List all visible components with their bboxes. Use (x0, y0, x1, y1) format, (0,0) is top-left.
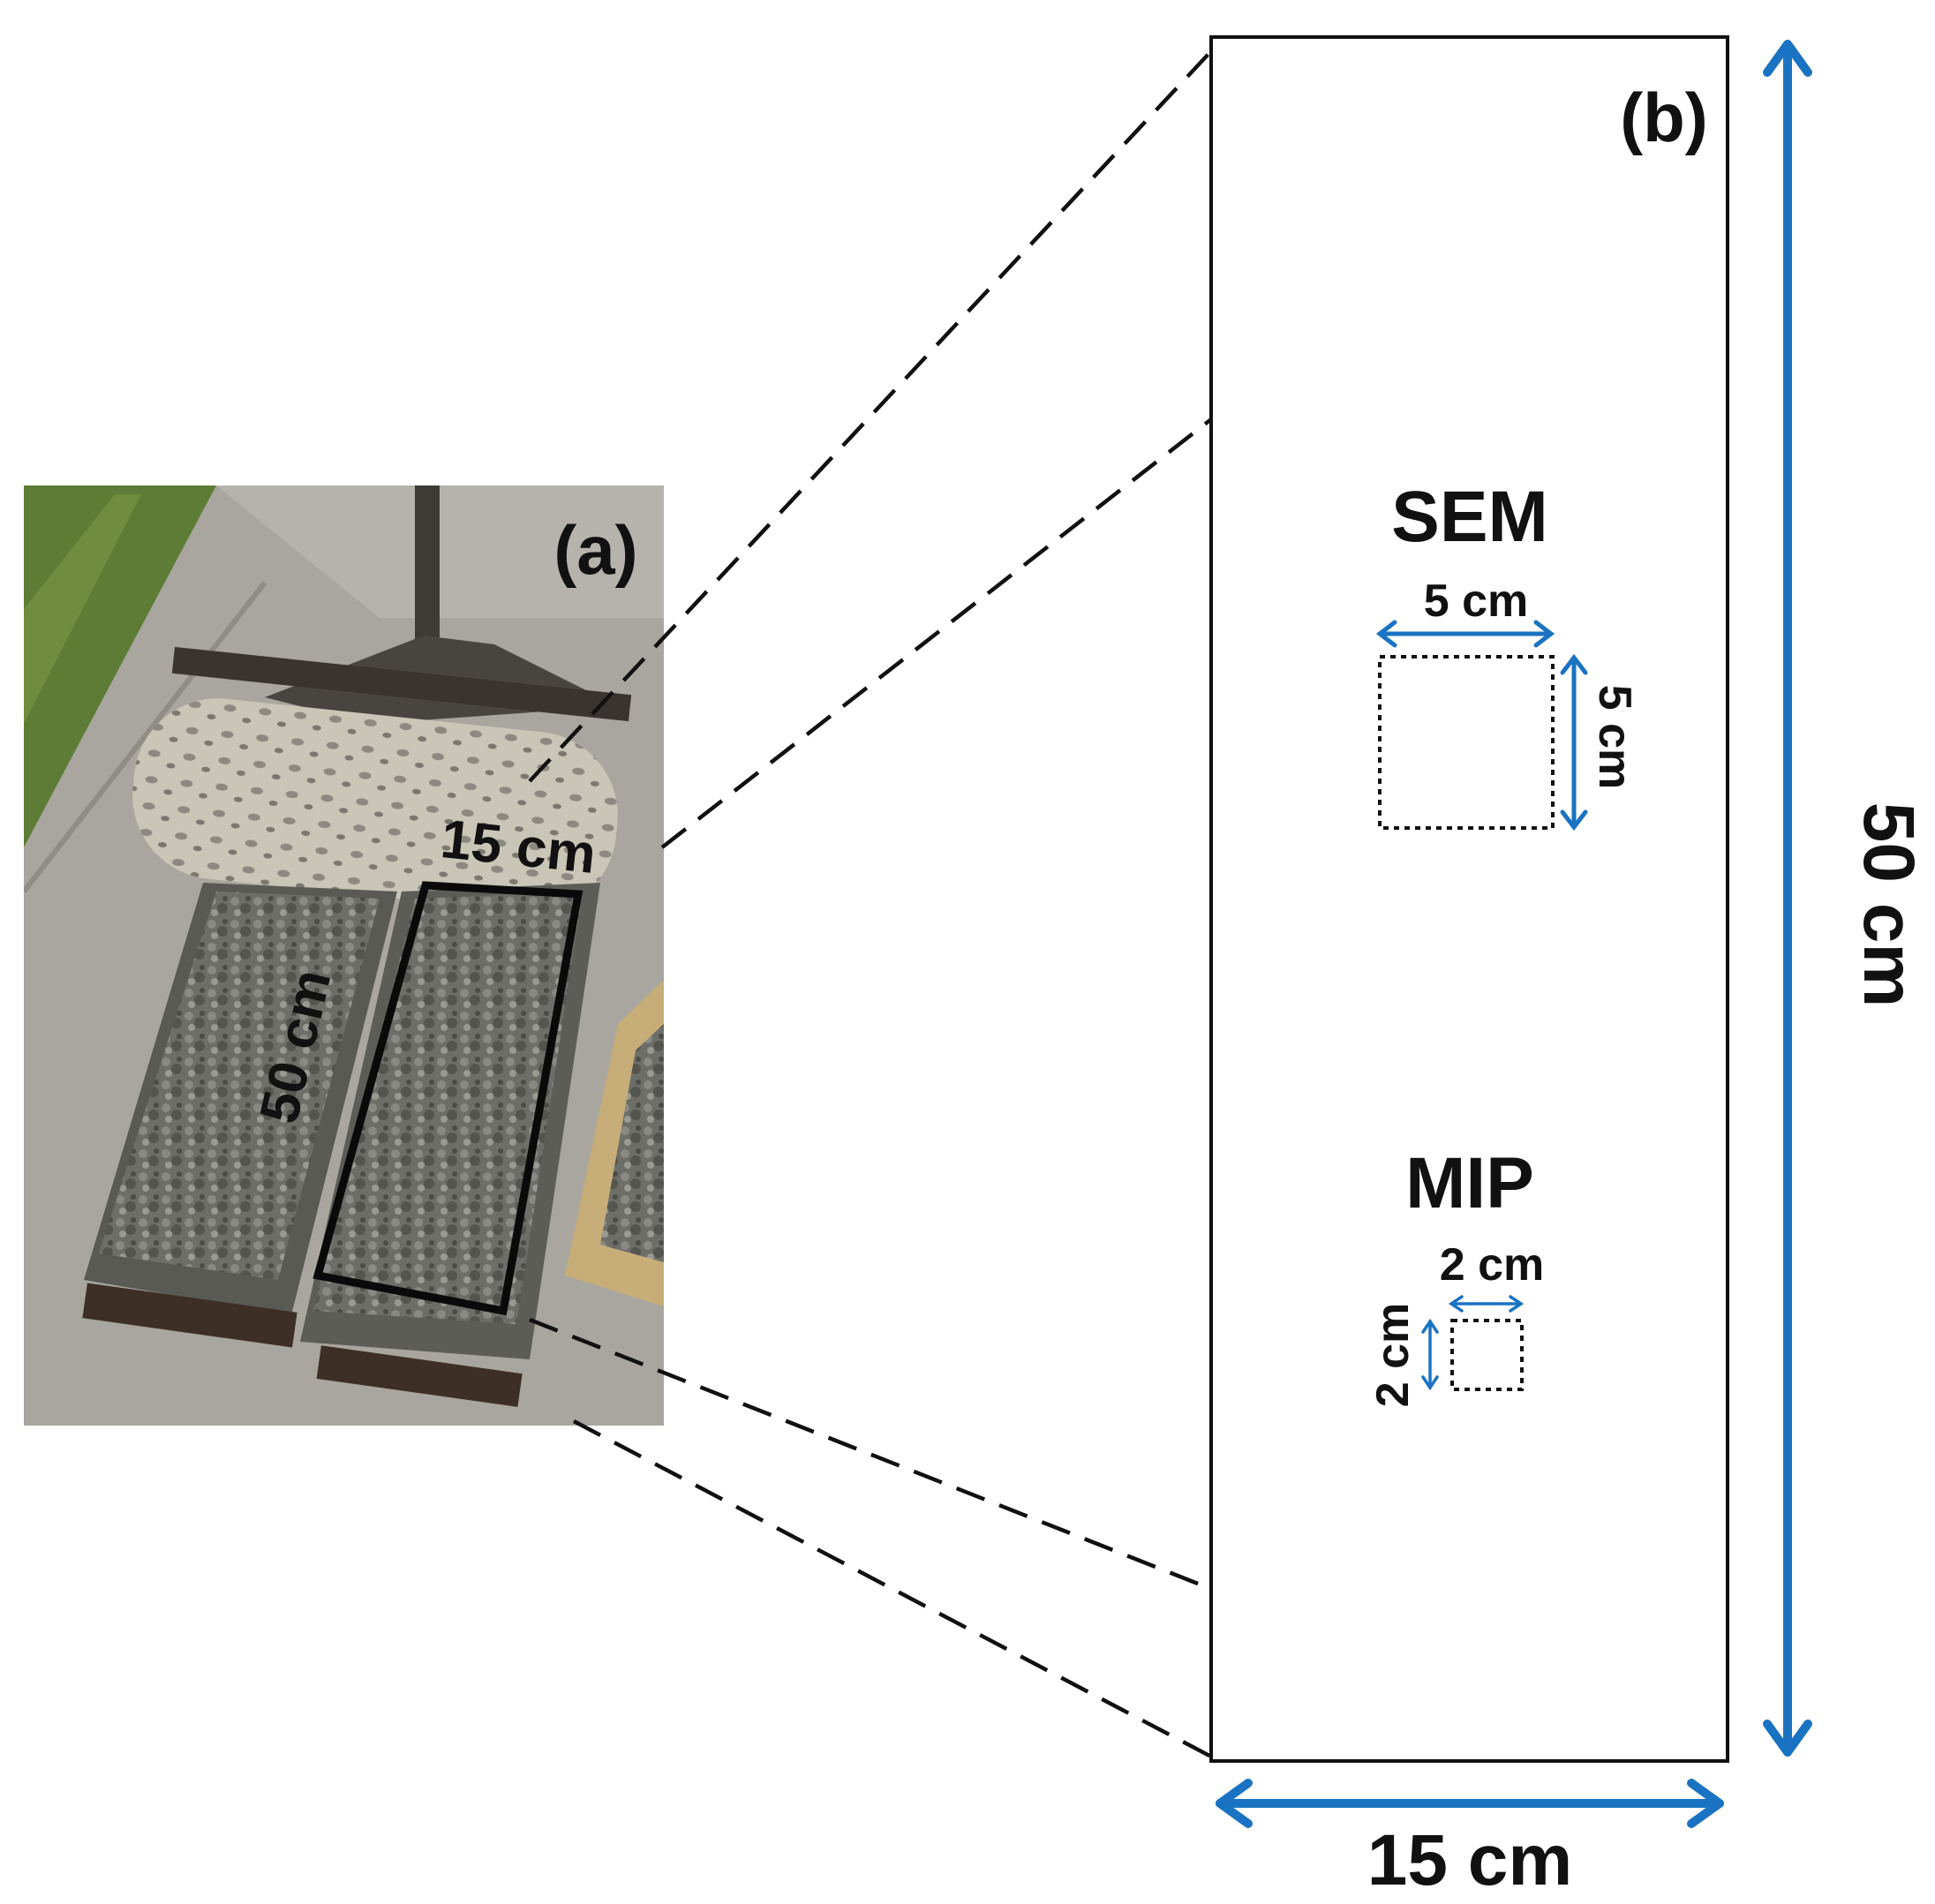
overall-width-arrow (1216, 1779, 1724, 1828)
mip-height-arrow (1421, 1318, 1439, 1391)
sem-width-arrow (1375, 620, 1555, 648)
overall-length-label: 50 cm (1848, 802, 1929, 1008)
panel-b-label: (b) (1620, 79, 1708, 156)
sem-height-label: 5 cm (1589, 685, 1640, 790)
mip-sample-region (1450, 1319, 1524, 1391)
mip-width-arrow (1448, 1295, 1525, 1313)
mip-width-label: 2 cm (1440, 1239, 1545, 1291)
projection-lines (528, 49, 1213, 1758)
photo-panel (24, 485, 664, 1426)
specimen-schematic (1209, 35, 1729, 1763)
overall-length-arrow (1763, 40, 1812, 1757)
overall-width-label: 15 cm (1367, 1820, 1573, 1900)
roller (132, 698, 618, 913)
mip-title: MIP (1405, 1143, 1534, 1223)
sem-sample-region (1378, 655, 1555, 830)
sem-height-arrow (1560, 653, 1588, 832)
sem-width-label: 5 cm (1424, 576, 1529, 627)
roller-handle (415, 485, 440, 662)
panel-a-label: (a) (553, 511, 637, 589)
sem-title: SEM (1391, 477, 1548, 557)
mip-height-label: 2 cm (1367, 1303, 1419, 1408)
specimen-outline (312, 881, 584, 1316)
